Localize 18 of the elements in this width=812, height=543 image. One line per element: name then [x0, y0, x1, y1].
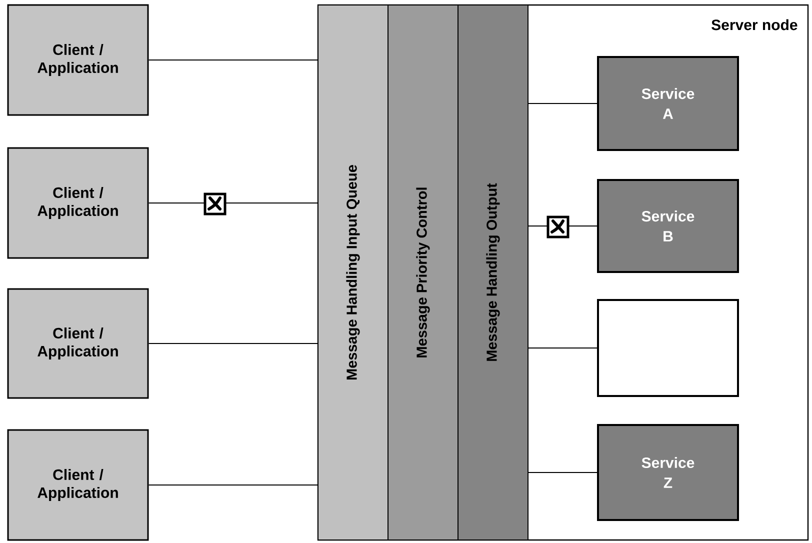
client-box: Client / Application [7, 288, 149, 399]
service-box: Service B [597, 179, 739, 273]
client-box: Client / Application [7, 4, 149, 116]
connector-line [528, 225, 598, 226]
empty-box [597, 299, 739, 397]
layer-column: Message Handling Input Queue [318, 4, 388, 540]
client-box: Client / Application [7, 147, 149, 259]
connector-line [528, 103, 598, 104]
service-box: Service A [597, 56, 739, 151]
service-box: Service Z [597, 424, 739, 521]
connector-line [148, 484, 318, 486]
client-box: Client / Application [7, 429, 149, 541]
connector-line [148, 342, 318, 344]
layer-column: Message Priority Control [388, 4, 458, 540]
connector-line [528, 347, 598, 348]
connector-line [148, 202, 318, 204]
connector-line [528, 472, 598, 473]
layer-column: Message Handling Output [458, 4, 528, 540]
